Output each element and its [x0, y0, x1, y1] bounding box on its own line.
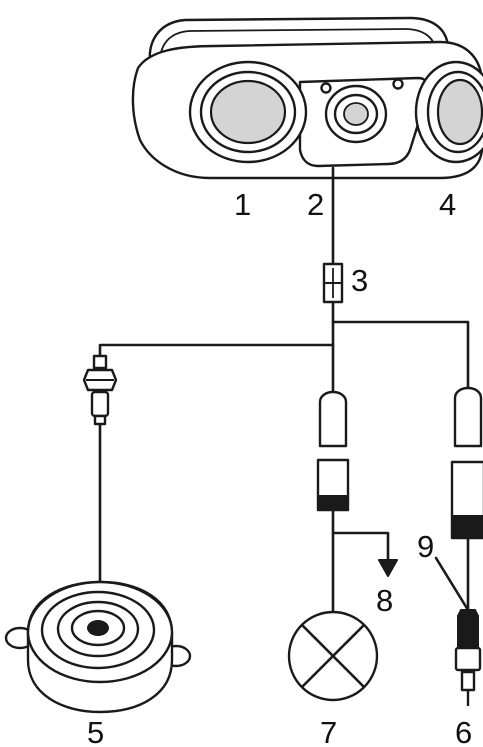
- ground-arrow: [378, 559, 398, 577]
- video-cable: [331, 320, 470, 612]
- label-1: 1: [234, 187, 251, 222]
- video-connector: [450, 386, 483, 540]
- label-3: 3: [351, 263, 368, 298]
- reverse-lamp: [287, 610, 379, 702]
- middle-connector: [316, 390, 350, 512]
- rca-plug: [454, 609, 482, 706]
- right-sensor: [414, 60, 483, 164]
- label-4: 4: [439, 187, 456, 222]
- sensor-camera-unit: [131, 16, 483, 180]
- label-8: 8: [376, 583, 393, 618]
- label-6: 6: [455, 715, 472, 747]
- buzzer-cable: [98, 343, 335, 584]
- label-5: 5: [87, 715, 104, 747]
- buzzer-connector: [82, 354, 118, 426]
- label-2: 2: [307, 187, 324, 222]
- camera-lens: [320, 78, 404, 144]
- label-7: 7: [320, 715, 337, 747]
- label-9: 9: [417, 529, 434, 564]
- left-sensor: [188, 60, 308, 164]
- fuse-holder: [322, 262, 344, 304]
- buzzer: [4, 580, 192, 714]
